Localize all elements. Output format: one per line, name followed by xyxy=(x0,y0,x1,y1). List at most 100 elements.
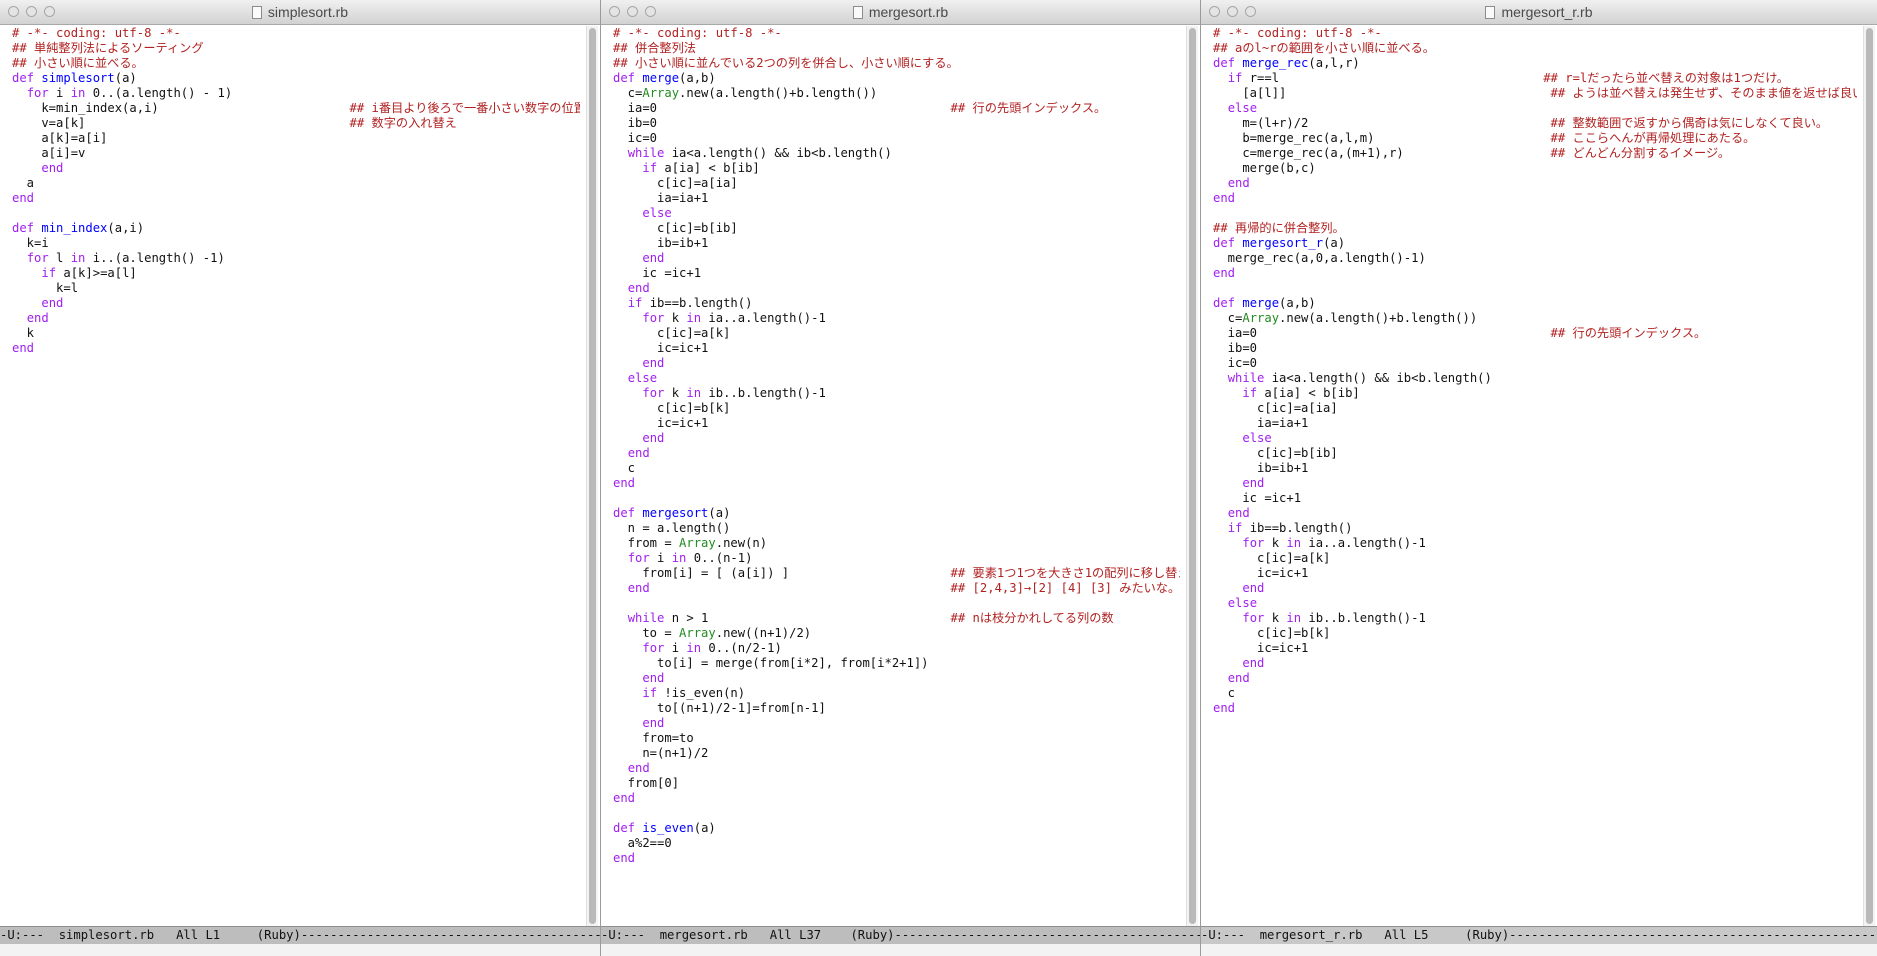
code-token: c[ic]=b[k] xyxy=(613,401,731,415)
code-token xyxy=(1213,386,1242,400)
code-token: is_even xyxy=(642,821,694,835)
code-area[interactable]: # -*- coding: utf-8 -*-## 単純整列法によるソーティング… xyxy=(12,26,580,926)
minimize-button[interactable] xyxy=(1227,6,1238,17)
code-line: end xyxy=(613,476,1180,491)
code-token: c[ic]=b[ib] xyxy=(1213,446,1338,460)
code-token: ia=0 xyxy=(1213,326,1551,340)
scrollbar-thumb[interactable] xyxy=(1866,28,1873,924)
vertical-scrollbar[interactable] xyxy=(1863,26,1875,926)
code-line: to = Array.new((n+1)/2) xyxy=(613,626,1180,641)
code-line: ia=0 ## 行の先頭インデックス。 xyxy=(613,101,1180,116)
code-token: ib..b.length()-1 xyxy=(701,386,826,400)
code-token: 0..(a.length() - 1) xyxy=(85,86,233,100)
code-line: end xyxy=(1213,176,1857,191)
zoom-button[interactable] xyxy=(1245,6,1256,17)
code-token: end xyxy=(613,791,636,805)
close-button[interactable] xyxy=(609,6,620,17)
code-token: ## r=lだったら並べ替えの対象は1つだけ。 xyxy=(1543,71,1789,85)
code-line: ## 再帰的に併合整列。 xyxy=(1213,221,1857,236)
code-token: end xyxy=(627,446,650,460)
editor-window-mergesort-r[interactable]: mergesort_r.rb # -*- coding: utf-8 -*-##… xyxy=(1201,0,1877,956)
code-token xyxy=(12,311,27,325)
code-line: if ib==b.length() xyxy=(1213,521,1857,536)
code-token: in xyxy=(70,251,86,265)
scrollbar-thumb[interactable] xyxy=(1189,28,1196,924)
code-token: ## 単純整列法によるソーティング xyxy=(12,41,204,55)
code-token: to[i] = merge(from[i*2], from[i*2+1]) xyxy=(613,656,929,670)
code-token: ia<a.length() && ib<b.length() xyxy=(664,146,892,160)
code-line: a[i]=v xyxy=(12,146,580,161)
code-token: def xyxy=(613,821,636,835)
code-token xyxy=(613,581,628,595)
code-line: end xyxy=(613,851,1180,866)
code-line: ## 小さい順に並んでいる2つの列を併合し、小さい順にする。 xyxy=(613,56,1180,71)
code-line: ic=0 xyxy=(1213,356,1857,371)
code-token: for xyxy=(627,551,650,565)
code-token xyxy=(1213,536,1242,550)
code-line: else xyxy=(1213,596,1857,611)
code-token: ib..b.length()-1 xyxy=(1301,611,1426,625)
code-token: i xyxy=(664,641,687,655)
code-token: else xyxy=(1227,101,1258,115)
window-controls xyxy=(609,6,656,17)
code-line xyxy=(1213,206,1857,221)
code-token: # -*- coding: utf-8 -*- xyxy=(613,26,782,40)
code-token: a[ia] < b[ib] xyxy=(657,161,760,175)
code-line: ia=ia+1 xyxy=(613,191,1180,206)
code-token: def xyxy=(1213,236,1236,250)
zoom-button[interactable] xyxy=(44,6,55,17)
code-token: from[0] xyxy=(613,776,680,790)
vertical-scrollbar[interactable] xyxy=(1186,26,1198,926)
code-token: ## aのl~rの範囲を小さい順に並べる。 xyxy=(1213,41,1435,55)
code-token: i xyxy=(649,551,672,565)
scrollbar-thumb[interactable] xyxy=(589,28,596,924)
close-button[interactable] xyxy=(8,6,19,17)
code-token xyxy=(1213,521,1228,535)
code-line: ic=ic+1 xyxy=(613,416,1180,431)
code-token: if xyxy=(41,266,57,280)
code-token: ## 行の先頭インデックス。 xyxy=(950,101,1107,115)
zoom-button[interactable] xyxy=(645,6,656,17)
code-token xyxy=(613,716,642,730)
code-token: else xyxy=(1242,431,1272,445)
code-token: k=i xyxy=(12,236,49,250)
code-token: a[k]>=a[l] xyxy=(56,266,137,280)
document-icon xyxy=(1485,6,1496,19)
code-token: def xyxy=(1213,56,1236,70)
code-token xyxy=(1213,506,1228,520)
title-bar[interactable]: mergesort.rb xyxy=(601,0,1200,25)
minimize-button[interactable] xyxy=(627,6,638,17)
code-token: ## 行の先頭インデックス。 xyxy=(1550,326,1707,340)
code-token: v=a[k] xyxy=(12,116,350,130)
minimize-button[interactable] xyxy=(26,6,37,17)
code-token: n=(n+1)/2 xyxy=(613,746,709,760)
editor-window-mergesort[interactable]: mergesort.rb # -*- coding: utf-8 -*-## 併… xyxy=(601,0,1201,956)
title-bar[interactable]: simplesort.rb xyxy=(0,0,600,25)
close-button[interactable] xyxy=(1209,6,1220,17)
code-line: # -*- coding: utf-8 -*- xyxy=(613,26,1180,41)
code-token: c= xyxy=(1213,311,1243,325)
code-token: min_index xyxy=(41,221,108,235)
title-bar[interactable]: mergesort_r.rb xyxy=(1201,0,1877,25)
code-token: i xyxy=(48,86,71,100)
window-controls xyxy=(8,6,55,17)
code-token: end xyxy=(642,251,665,265)
code-area[interactable]: # -*- coding: utf-8 -*-## 併合整列法## 小さい順に並… xyxy=(613,26,1180,926)
code-token: in xyxy=(686,311,702,325)
code-token: ic=ic+1 xyxy=(1213,641,1309,655)
code-token: k=min_index(a,i) xyxy=(12,101,350,115)
code-token: ## 数字の入れ替え xyxy=(349,116,457,130)
code-line: ic=ic+1 xyxy=(1213,566,1857,581)
vertical-scrollbar[interactable] xyxy=(586,26,598,926)
code-area[interactable]: # -*- coding: utf-8 -*-## aのl~rの範囲を小さい順に… xyxy=(1213,26,1857,926)
code-token: k xyxy=(12,326,35,340)
code-token: else xyxy=(627,371,658,385)
code-token: r==l xyxy=(1242,71,1544,85)
code-token: ib==b.length() xyxy=(1242,521,1353,535)
code-token: ia<a.length() && ib<b.length() xyxy=(1264,371,1492,385)
editor-window-simplesort[interactable]: simplesort.rb # -*- coding: utf-8 -*-## … xyxy=(0,0,601,956)
code-token: a[ia] < b[ib] xyxy=(1257,386,1360,400)
code-line: ia=ia+1 xyxy=(1213,416,1857,431)
code-token: ib=ib+1 xyxy=(1213,461,1309,475)
code-token xyxy=(613,446,628,460)
